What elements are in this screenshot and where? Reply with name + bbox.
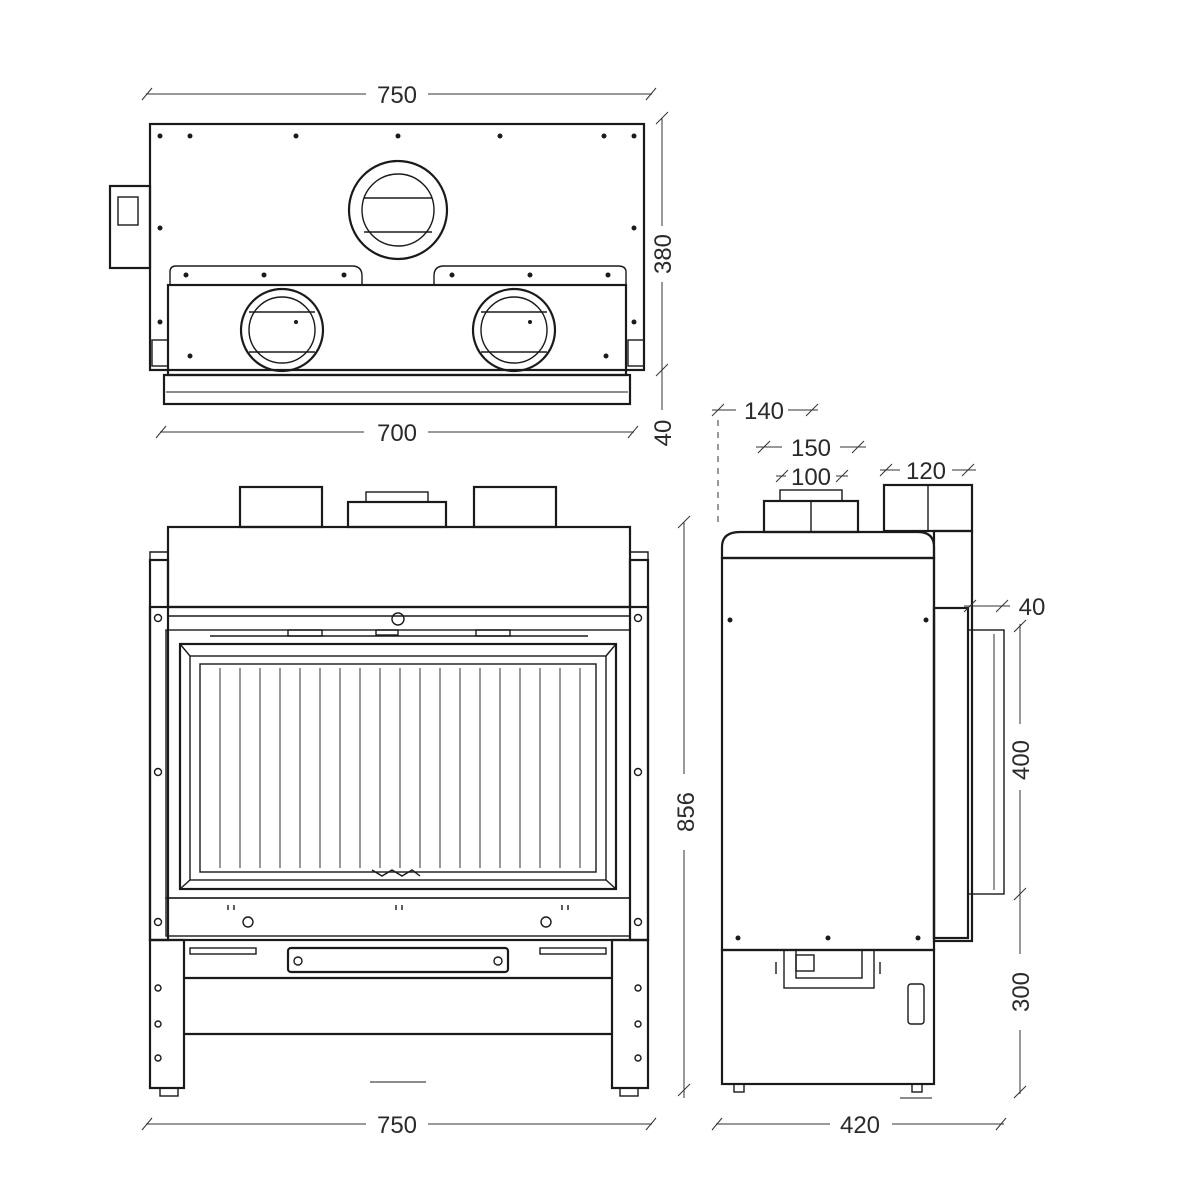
front-view-frame — [148, 605, 650, 942]
dim-side-depth: 420 — [840, 1112, 880, 1139]
front-view-collar-left — [238, 485, 324, 529]
top-view-dimensions: 750 380 40 700 — [141, 82, 677, 447]
dim-top-width: 750 — [377, 82, 417, 109]
dim-side-duct: 120 — [906, 458, 946, 485]
front-view-door — [178, 642, 618, 891]
dim-side-base-height: 300 — [1008, 972, 1035, 1012]
top-view-side-box — [108, 184, 152, 270]
top-view-duct-left — [239, 287, 325, 373]
front-view — [148, 485, 650, 1097]
top-view-front-strip — [162, 373, 632, 406]
front-view-dimensions: 750 856 — [141, 515, 700, 1139]
side-view — [720, 483, 1005, 1099]
dim-front-height: 856 — [673, 792, 700, 832]
dim-side-panel-height: 400 — [1008, 740, 1035, 780]
side-view-body — [720, 556, 936, 952]
front-view-firebox-ribs — [219, 668, 581, 868]
dim-top-inner-width: 700 — [377, 420, 417, 447]
dim-side-collar-outer: 150 — [791, 435, 831, 462]
top-view-duct-right — [471, 287, 557, 373]
front-view-hood — [166, 525, 632, 609]
side-view-convection-panel — [967, 629, 1005, 895]
dim-side-rear-offset: 140 — [744, 398, 784, 425]
dim-top-offset: 40 — [650, 420, 677, 447]
front-view-collar-right — [472, 485, 558, 529]
top-view-side-window — [117, 196, 139, 226]
top-view — [108, 122, 646, 406]
side-view-base — [720, 948, 936, 1086]
dim-front-width: 750 — [377, 1112, 417, 1139]
dim-top-depth: 380 — [650, 234, 677, 274]
top-view-flue-outer — [347, 159, 449, 261]
dim-side-panel-offset: 40 — [1019, 594, 1046, 621]
top-view-flue-inner — [361, 173, 435, 247]
side-view-top — [720, 530, 936, 560]
front-view-collar-center — [346, 500, 448, 529]
side-view-dimensions: 140 150 100 120 40 400 300 — [711, 398, 1046, 1139]
dim-side-collar-inner: 100 — [791, 464, 831, 491]
front-view-ash-drawer — [286, 946, 510, 974]
top-view-lower-panel — [166, 283, 628, 377]
